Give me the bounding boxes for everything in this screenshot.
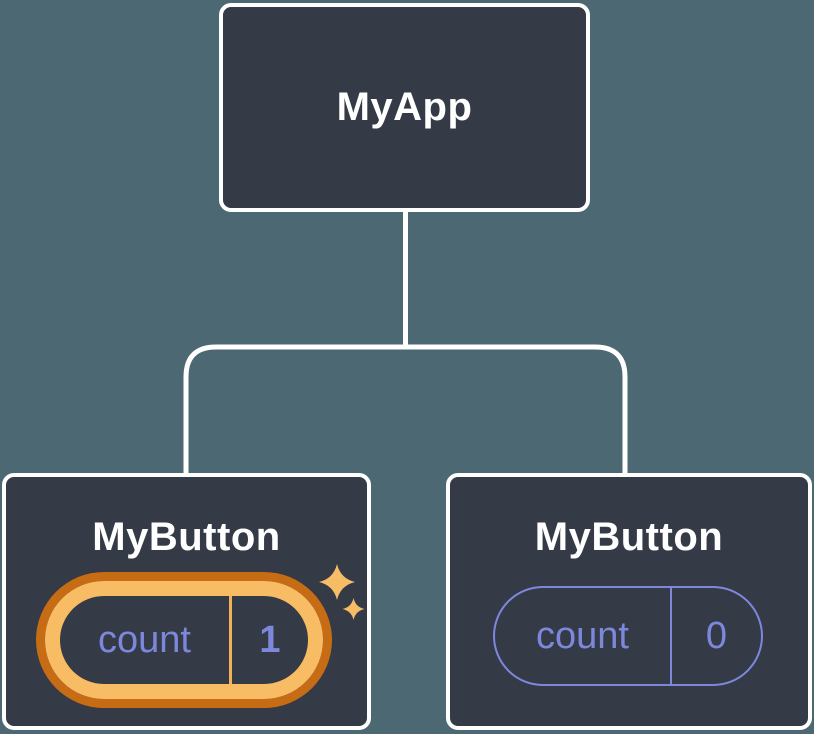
node-mybutton-right: MyButton count 0 [446,473,812,730]
connector-bracket [183,344,628,473]
state-pill-divider [670,588,672,684]
state-key-label: count [98,618,191,661]
state-value: 0 [705,614,728,657]
sparkle-large [319,564,355,600]
state-pill-highlighted: count 1 [45,581,323,699]
node-title: MyButton [534,515,724,559]
state-value: 1 [259,618,281,661]
state-pill: count 0 [493,586,763,686]
node-mybutton-left: MyButton count 1 [2,473,371,730]
node-title: MyApp [336,85,473,129]
node-title: MyButton [92,515,281,559]
state-pill-divider [229,596,232,684]
node-myapp: MyApp [219,3,590,212]
sparkle-small [342,598,365,620]
sparkles-icon [319,564,365,620]
state-key-label: count [536,614,629,657]
